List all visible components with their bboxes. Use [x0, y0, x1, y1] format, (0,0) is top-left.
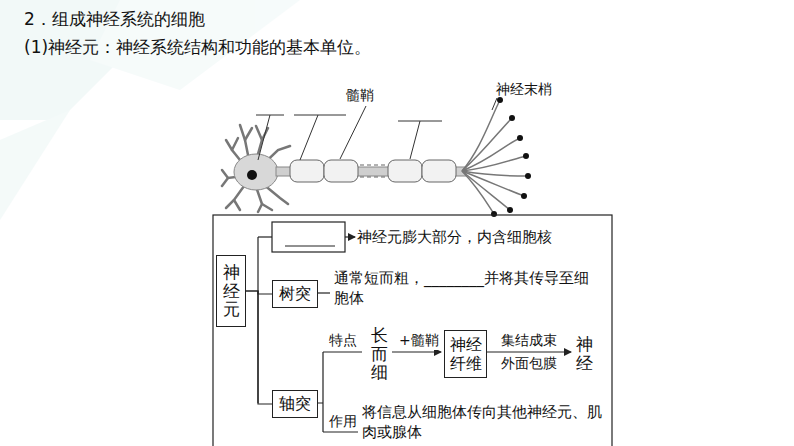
arrow-label: +髓鞘 — [398, 331, 440, 350]
blank-box — [272, 222, 345, 252]
feature-text: 长而细 — [371, 326, 388, 382]
description: 将信息从细胞体传向其他神经元、肌肉或腺体 — [362, 402, 606, 443]
root-box: 神经元 — [216, 255, 246, 327]
bracket-connector — [246, 291, 272, 404]
category-label: 特点 — [328, 331, 358, 350]
fiber-box: 神经纤维 — [444, 330, 487, 378]
node-text: 神经纤维 — [449, 335, 482, 373]
map-frame — [213, 215, 612, 446]
arrow-label: 集结成束 — [500, 331, 558, 350]
node-text: 树突 — [279, 284, 311, 303]
description: 通常短而粗，________并将其传导至细胞体 — [334, 268, 596, 309]
part-label: 神经末梢 — [496, 80, 552, 99]
part-label: 髓鞘 — [346, 86, 374, 105]
result-text: 神经 — [576, 335, 593, 372]
description: 神经元膨大部分，内含细胞核 — [357, 227, 552, 247]
node-text: 神经元 — [223, 263, 240, 319]
title: 2．组成神经系统的细胞 — [24, 8, 205, 31]
part-box: 轴突 — [272, 390, 318, 418]
neuron-drawing — [222, 97, 531, 217]
part-box: 树突 — [272, 280, 318, 308]
arrow-label: 外面包膜 — [500, 354, 558, 373]
subtitle: (1)神经元：神经系统结构和功能的基本单位。 — [24, 36, 371, 59]
concept-map-lines — [213, 215, 612, 446]
category-label: 作用 — [328, 412, 358, 431]
node-text: 轴突 — [279, 394, 311, 413]
background-stripes — [0, 0, 300, 220]
